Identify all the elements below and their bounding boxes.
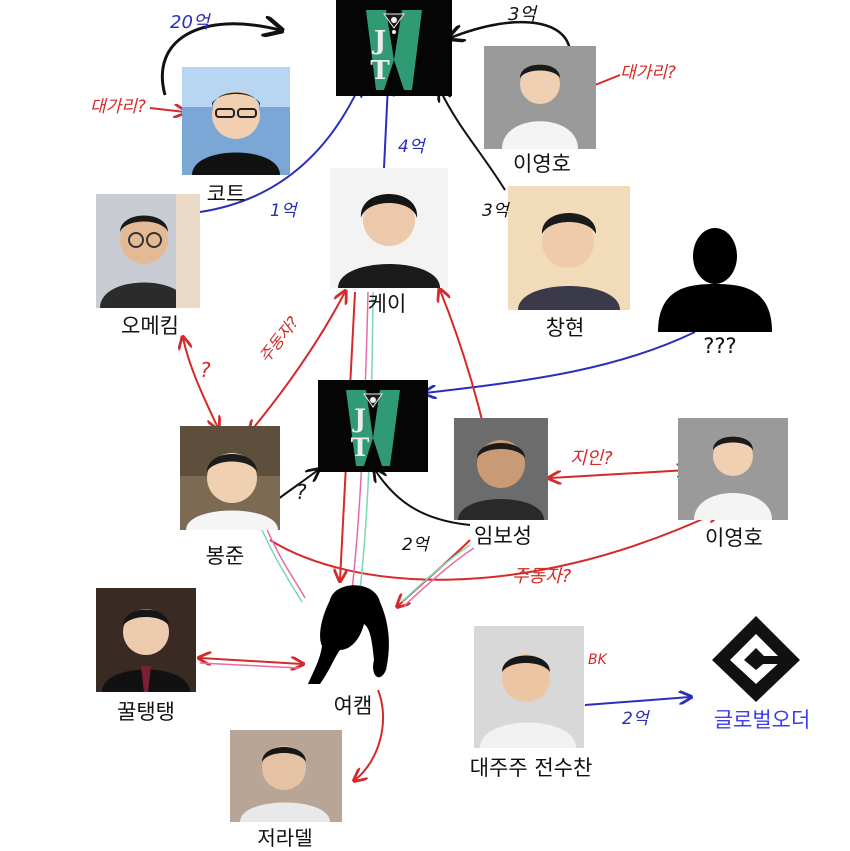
jt-logo-text-mid: J T: [318, 404, 428, 462]
avatar-kkul: [96, 588, 196, 692]
label-jeoradel: 저라델: [240, 822, 330, 851]
label-omekim: 오메킴: [108, 310, 192, 340]
avatar-bongjun: [180, 426, 280, 530]
line-green-2: [262, 530, 302, 602]
label-lee-right: 이영호: [686, 522, 782, 552]
label-changhyun: 창현: [530, 312, 600, 342]
annotation-4: 4억: [398, 132, 424, 157]
jt-logo-middle: J T: [318, 380, 428, 472]
female-silhouette-icon: [300, 580, 410, 684]
avatar-lee-right: [678, 418, 788, 520]
annotation-q-omekim: ?: [200, 358, 211, 382]
label-lee-top: 이영호: [494, 148, 590, 178]
line-pink-4: [404, 548, 474, 606]
avatar-jeoradel: [230, 730, 342, 822]
annotation-bk: BK: [588, 652, 607, 668]
annotation-jiin: 지인?: [570, 444, 613, 470]
label-jeon: 대주주 전수찬: [456, 752, 606, 782]
avatar-omekim: [96, 194, 200, 308]
jt-logo-top: J T: [336, 0, 452, 96]
annotation-daegari-left: 대가리?: [90, 92, 146, 117]
arrow-k-to-jt-4: [384, 85, 388, 168]
arrow-boseong-lee: [550, 470, 688, 478]
annotation-2: 2억: [402, 530, 428, 555]
arrow-omekim-bongjun: [183, 338, 218, 428]
label-globalorder: 글로벌오더: [700, 704, 824, 734]
avatar-kot: [182, 67, 290, 175]
avatar-k: [330, 168, 448, 288]
annotation-20: 20억: [170, 8, 209, 34]
label-k: 케이: [352, 288, 422, 318]
avatar-jeon: [474, 626, 584, 748]
label-yeocam: 여캠: [318, 690, 388, 720]
label-kot: 코트: [196, 178, 256, 208]
avatar-lee-top: [484, 46, 596, 149]
label-boseong: 임보성: [448, 520, 558, 550]
arrow-k-boseong: [440, 290, 485, 432]
jt-logo-text: J T: [336, 26, 452, 86]
annotation-jubdongja-bottom: 주동자?: [512, 562, 571, 588]
annotation-daegari-right: 대가리?: [620, 58, 676, 83]
avatar-boseong: [454, 418, 548, 520]
label-unknown: ???: [690, 334, 750, 358]
globalorder-logo-icon: [708, 612, 804, 704]
annotation-3: 3억: [482, 196, 508, 221]
annotation-1: 1억: [270, 196, 296, 221]
annotation-3-top: 3억: [508, 0, 536, 26]
avatar-changhyun: [508, 186, 630, 310]
annotation-2-global: 2억: [622, 704, 648, 729]
label-bongjun: 봉준: [192, 540, 258, 570]
arrow-daegari-left: [150, 108, 185, 112]
unknown-person-icon: [658, 218, 772, 332]
line-pink-2: [265, 525, 305, 598]
label-kkul: 꿀탱탱: [96, 696, 196, 726]
annotation-q-bongjun: ?: [296, 480, 307, 504]
